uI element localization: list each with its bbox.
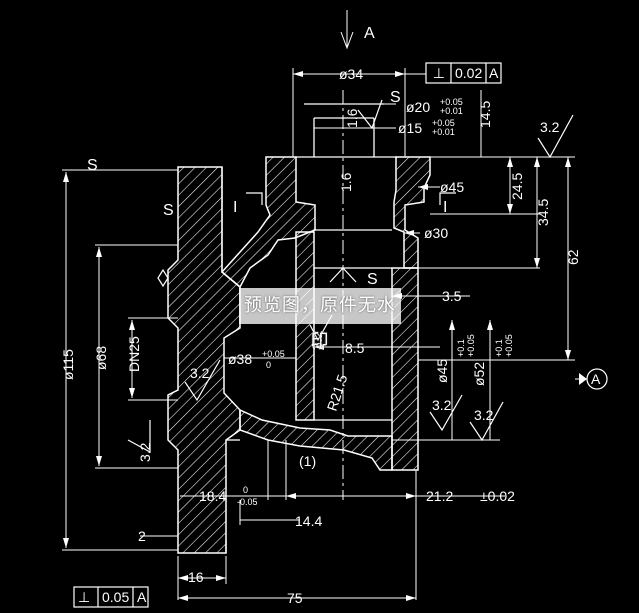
dim-1-6-top: 1.6 (344, 108, 360, 128)
surface-mark-top-center (357, 99, 383, 130)
arrowheads (63, 71, 571, 601)
dim-75: 75 (287, 590, 303, 606)
dim-d68: ø68 (93, 346, 109, 370)
roughness-left-bore-value: 3.2 (190, 365, 210, 381)
dim-16: 16 (188, 569, 204, 585)
dim-d38: ø38 (228, 351, 252, 367)
tol-top-datum: A (489, 65, 499, 81)
surface-mark-s-center: S (367, 271, 378, 288)
right-collar-section (393, 156, 431, 269)
surface-mark-s-mid-left: S (163, 202, 174, 219)
section-mark-left: I (233, 199, 237, 216)
dim-d15-tol-up: +0.05 (432, 118, 455, 128)
dim-d38-tol-up: +0.05 (262, 349, 285, 359)
roughness-right-b (469, 401, 504, 442)
dim-14-5: 14.5 (477, 101, 493, 128)
dim-dn25: DN25 (126, 336, 142, 372)
upper-collar-section (220, 156, 316, 289)
datum-circle-label: A (591, 371, 601, 387)
dim-8-5: 8.5 (345, 340, 365, 356)
dim-18-4: 18.4 (199, 488, 226, 504)
dim-d38-tol-lo: 0 (266, 360, 271, 370)
dim-d45-top: ø45 (440, 179, 464, 195)
dim-62: 62 (565, 249, 581, 265)
dim-18-4-lo: -0.05 (237, 497, 258, 507)
roughness-top-right-value: 3.2 (540, 119, 560, 135)
section-mark-right: I (443, 199, 447, 216)
watermark-background (239, 288, 401, 324)
dim-d20-tol-lo: +0.01 (440, 106, 463, 116)
dim-14-4: 14.4 (295, 513, 322, 529)
dim-2: 2 (138, 528, 146, 544)
dim-d52-lo: +0.05 (504, 334, 514, 357)
dim-d20-tol-up: +0.05 (440, 97, 463, 107)
dim-d52-up: +0.1 (494, 339, 504, 357)
dim-d52: ø52 (471, 362, 487, 386)
roughness-top-right (537, 114, 574, 159)
dim-d45-low-lo: +0.05 (466, 334, 476, 357)
dim-d15: ø15 (398, 120, 422, 136)
surface-mark-s-top-center: S (390, 89, 401, 106)
surface-mark-center (329, 267, 357, 283)
dim-d45-low-up: +0.1 (456, 339, 466, 357)
tol-bottom-symbol: ⊥ (78, 589, 90, 605)
dim-24-5: 24.5 (509, 173, 525, 200)
dim-21-2: 21.2 (426, 488, 453, 504)
roughness-left-bore (184, 359, 221, 402)
surface-mark-s-top-left: S (87, 157, 98, 174)
roughness-right-a-value: 3.2 (432, 397, 452, 413)
dim-d34: ø34 (339, 66, 363, 82)
dim-21-2-tol: ±0.02 (480, 488, 515, 504)
dim-d115: ø115 (60, 349, 76, 380)
dim-r21-5: R21.5 (324, 372, 351, 413)
dim-d45-low: ø45 (434, 359, 450, 383)
tol-bottom-value: 0.05 (102, 589, 129, 605)
section-markers (157, 192, 456, 288)
roughness-right-a (429, 394, 463, 432)
callout-1: (1) (299, 453, 316, 469)
view-label: A (364, 25, 375, 42)
dim-3-2-vert: 3.2 (309, 330, 325, 350)
roughness-left-lower (127, 420, 151, 454)
watermark-text: 预览图，原件无水印 (244, 295, 396, 352)
roughness-left-lower-value: 3.2 (137, 442, 153, 462)
tolerance-frame-top (425, 62, 502, 84)
dim-1-6-mid: 1.6 (338, 172, 354, 192)
dim-34-5: 34.5 (535, 199, 551, 226)
lower-seat-section (239, 408, 393, 471)
dim-d30: ø30 (424, 225, 448, 241)
dim-d15-tol-lo: +0.01 (432, 127, 455, 137)
tol-top-value: 0.02 (455, 65, 482, 81)
tol-top-symbol: ⊥ (433, 65, 445, 81)
dim-3-5: 3.5 (442, 288, 462, 304)
dim-18-4-up: 0 (243, 485, 248, 495)
tolerance-frame-bottom (73, 586, 149, 608)
tol-bottom-datum: A (137, 589, 147, 605)
dim-d20: ø20 (406, 99, 430, 115)
roughness-right-b-value: 3.2 (474, 407, 494, 423)
